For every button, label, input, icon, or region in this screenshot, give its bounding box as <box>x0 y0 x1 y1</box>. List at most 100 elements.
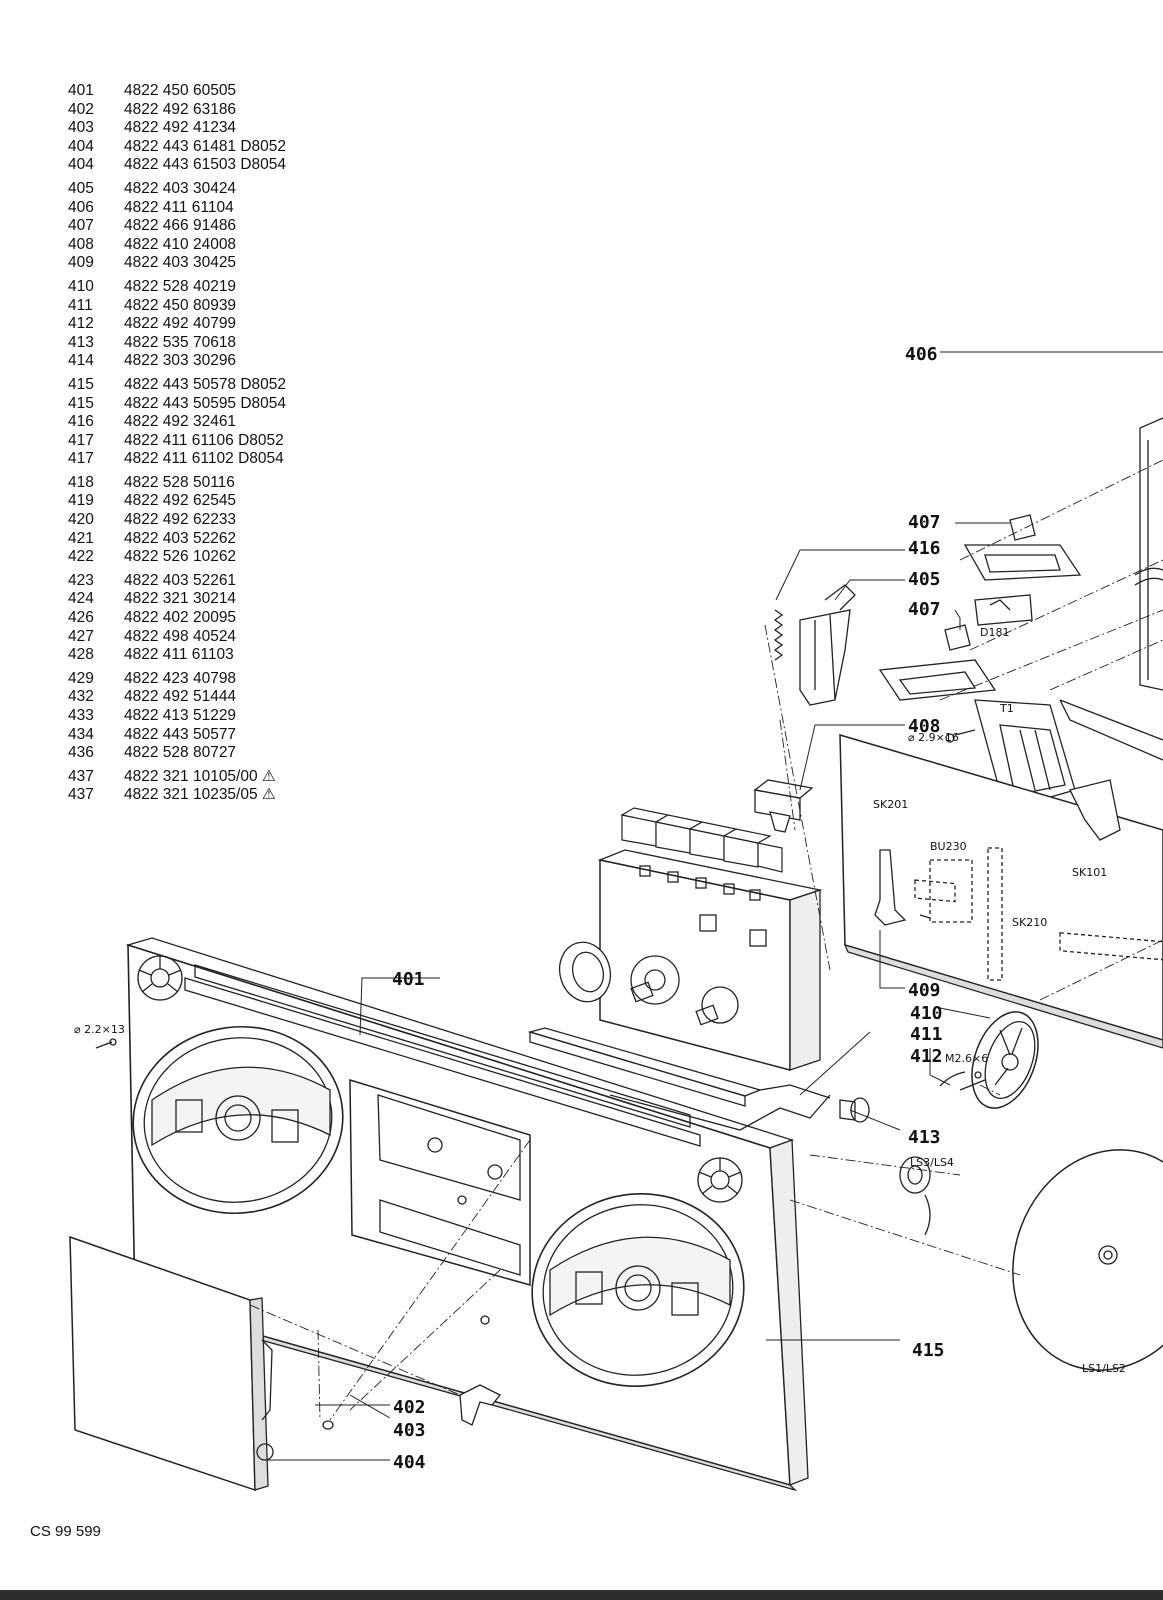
part-number: 418 <box>68 473 94 491</box>
parts-row: 403 4822 492 41234 <box>68 119 286 138</box>
part-number: 402 <box>68 100 94 118</box>
cassette-door <box>69 1235 274 1492</box>
part-number: 417 <box>68 450 94 468</box>
callout-406: 406 <box>905 344 938 365</box>
scan-edge <box>0 1590 1163 1600</box>
part-number: 410 <box>68 277 94 295</box>
label-screw-22x13: ⌀ 2.2×13 <box>74 1023 125 1036</box>
part-code: 4822 492 51444 <box>124 688 237 706</box>
part-number: 404 <box>68 156 94 174</box>
part-number: 420 <box>68 511 94 529</box>
part-code: 4822 528 80727 <box>124 744 237 762</box>
callout-407-top: 407 <box>908 512 941 533</box>
parts-row: 410 4822 528 40219 <box>68 278 286 297</box>
part-number: 408 <box>68 235 94 253</box>
label-t1: T1 <box>999 702 1014 715</box>
assembly-lines <box>249 459 1163 1421</box>
part-number: 406 <box>68 198 94 216</box>
slide-bar <box>527 1027 831 1131</box>
part-code: 4822 411 61106 D8052 <box>124 431 284 449</box>
part-number: 432 <box>68 688 94 706</box>
parts-row: 428 4822 411 61103 <box>68 646 286 665</box>
part-number: 437 <box>68 786 94 804</box>
large-speaker <box>1012 1149 1163 1371</box>
part-code: 4822 403 52261 <box>124 571 237 589</box>
leader-lines <box>262 351 1163 1461</box>
part-number: 436 <box>68 744 94 762</box>
callout-401: 401 <box>392 969 425 990</box>
part-code: 4822 410 24008 <box>124 235 237 253</box>
part-code: 4822 411 61103 <box>124 646 234 664</box>
part-number: 419 <box>68 492 94 510</box>
rear-chassis <box>1059 417 1163 841</box>
part-number: 426 <box>68 609 94 627</box>
parts-row: 432 4822 492 51444 <box>68 688 286 707</box>
part-number: 409 <box>68 254 94 272</box>
part-code: 4822 528 40219 <box>124 277 237 295</box>
part-code: 4822 443 61503 D8054 <box>124 156 287 174</box>
label-sk101: SK101 <box>1072 866 1107 879</box>
label-sk201: SK201 <box>873 798 908 811</box>
label-ls1-ls2: LS1/LS2 <box>1082 1362 1126 1375</box>
switch-blocks <box>878 514 1082 701</box>
part-number: 404 <box>68 137 94 155</box>
label-screw-29x16: ⌀ 2.9×16 <box>908 731 959 744</box>
part-code: 4822 403 52262 <box>124 529 237 547</box>
part-number: 414 <box>68 352 94 370</box>
part-number: 427 <box>68 627 94 645</box>
callout-407-bottom: 407 <box>908 599 941 620</box>
parts-row: 419 4822 492 62545 <box>68 492 286 511</box>
part-code: 4822 492 62545 <box>124 492 237 510</box>
part-number: 403 <box>68 119 94 137</box>
parts-row: 408 4822 410 24008 <box>68 236 286 255</box>
callout-415: 415 <box>912 1340 945 1361</box>
part-code: 4822 492 32461 <box>124 413 237 431</box>
document-code: CS 99 599 <box>30 1523 101 1540</box>
part-code: 4822 321 10235/05 ⚠ <box>124 786 276 804</box>
part-code: 4822 443 50577 <box>124 725 237 743</box>
part-number: 434 <box>68 725 94 743</box>
part-code: 4822 450 60505 <box>124 82 237 99</box>
part-code: 4822 321 10105/00 ⚠ <box>124 767 276 785</box>
part-code: 4822 528 50116 <box>124 473 235 491</box>
label-bu230: BU230 <box>930 840 967 853</box>
callout-410: 410 <box>910 1003 943 1024</box>
part-code: 4822 411 61102 D8054 <box>124 450 284 468</box>
door-brackets <box>322 1384 502 1430</box>
part-number: 407 <box>68 217 94 235</box>
part-code: 4822 492 62233 <box>124 511 237 529</box>
part-number: 412 <box>68 315 94 333</box>
parts-group: 418 4822 528 50116 419 4822 492 62545 420 482… <box>68 474 286 567</box>
callout-409: 409 <box>908 980 941 1001</box>
parts-row: 421 4822 403 52262 <box>68 530 286 549</box>
part-number: 421 <box>68 529 94 547</box>
callout-403: 403 <box>393 1420 426 1441</box>
part-code: 4822 443 50595 D8054 <box>124 394 287 412</box>
part-code: 4822 492 41234 <box>124 119 237 137</box>
part-number: 429 <box>68 669 94 687</box>
part-number: 428 <box>68 646 94 664</box>
parts-row: 436 4822 528 80727 <box>68 744 286 763</box>
keyboard-unit <box>558 779 823 1071</box>
part-code: 4822 498 40524 <box>124 627 237 645</box>
parts-row: 404 4822 443 61503 D8054 <box>68 156 286 175</box>
part-number: 413 <box>68 333 94 351</box>
callout-412: 412 <box>910 1046 943 1067</box>
part-code: 4822 492 63186 <box>124 100 237 118</box>
